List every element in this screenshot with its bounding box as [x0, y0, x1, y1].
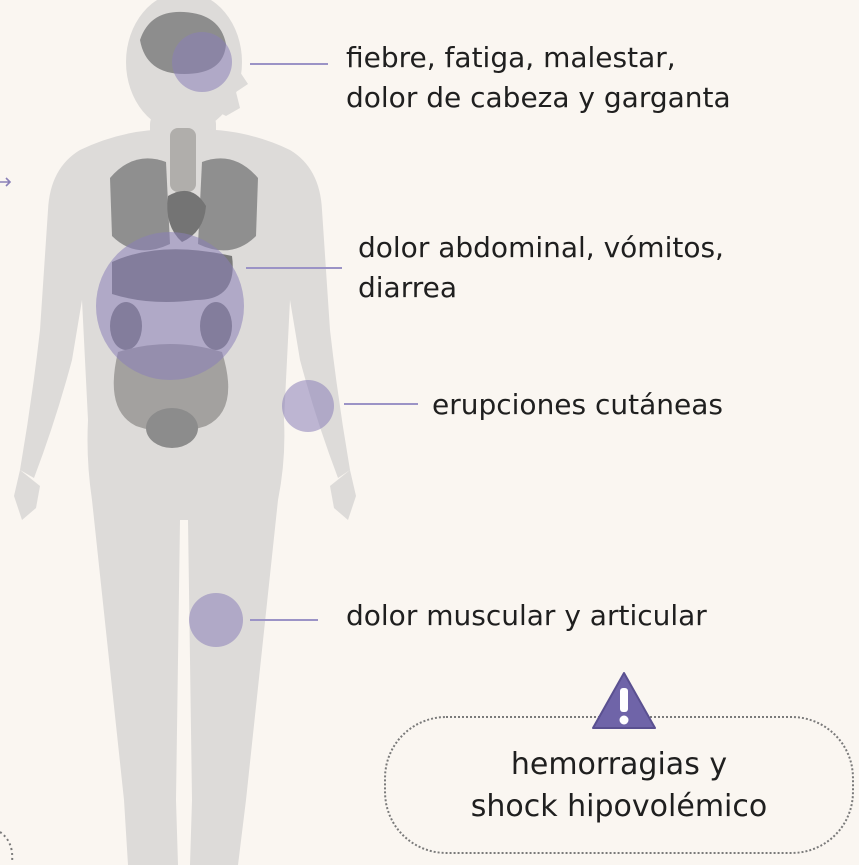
trachea-icon: [170, 128, 196, 192]
abdomen-symptoms-line-1: dolor abdominal, vómitos,: [358, 228, 724, 268]
abdomen-symptoms-label: dolor abdominal, vómitos, diarrea: [358, 228, 724, 308]
abdomen-highlight: [96, 232, 244, 380]
skin-highlight: [282, 380, 334, 432]
head-symptoms-line-1: fiebre, fatiga, malestar,: [346, 38, 731, 78]
dotted-border-fragment: [0, 832, 12, 862]
head-symptoms-line-2: dolor de cabeza y garganta: [346, 78, 731, 118]
head-highlight: [172, 32, 232, 92]
arrow-icon: [0, 178, 10, 186]
warning-triangle-icon: [590, 670, 658, 732]
abdomen-symptoms-line-2: diarrea: [358, 268, 724, 308]
muscle-symptoms-line-1: dolor muscular y articular: [346, 596, 707, 636]
skin-symptoms-label: erupciones cutáneas: [432, 385, 723, 425]
muscle-symptoms-label: dolor muscular y articular: [346, 596, 707, 636]
warning-line-1: hemorragias y: [384, 744, 854, 786]
skin-symptoms-line-1: erupciones cutáneas: [432, 385, 723, 425]
warning-text: hemorragias y shock hipovolémico: [384, 744, 854, 828]
knee-highlight: [189, 593, 243, 647]
head-symptoms-label: fiebre, fatiga, malestar, dolor de cabez…: [346, 38, 731, 118]
warning-line-2: shock hipovolémico: [384, 786, 854, 828]
right-lung-icon: [198, 158, 258, 250]
bladder-icon: [146, 408, 198, 448]
